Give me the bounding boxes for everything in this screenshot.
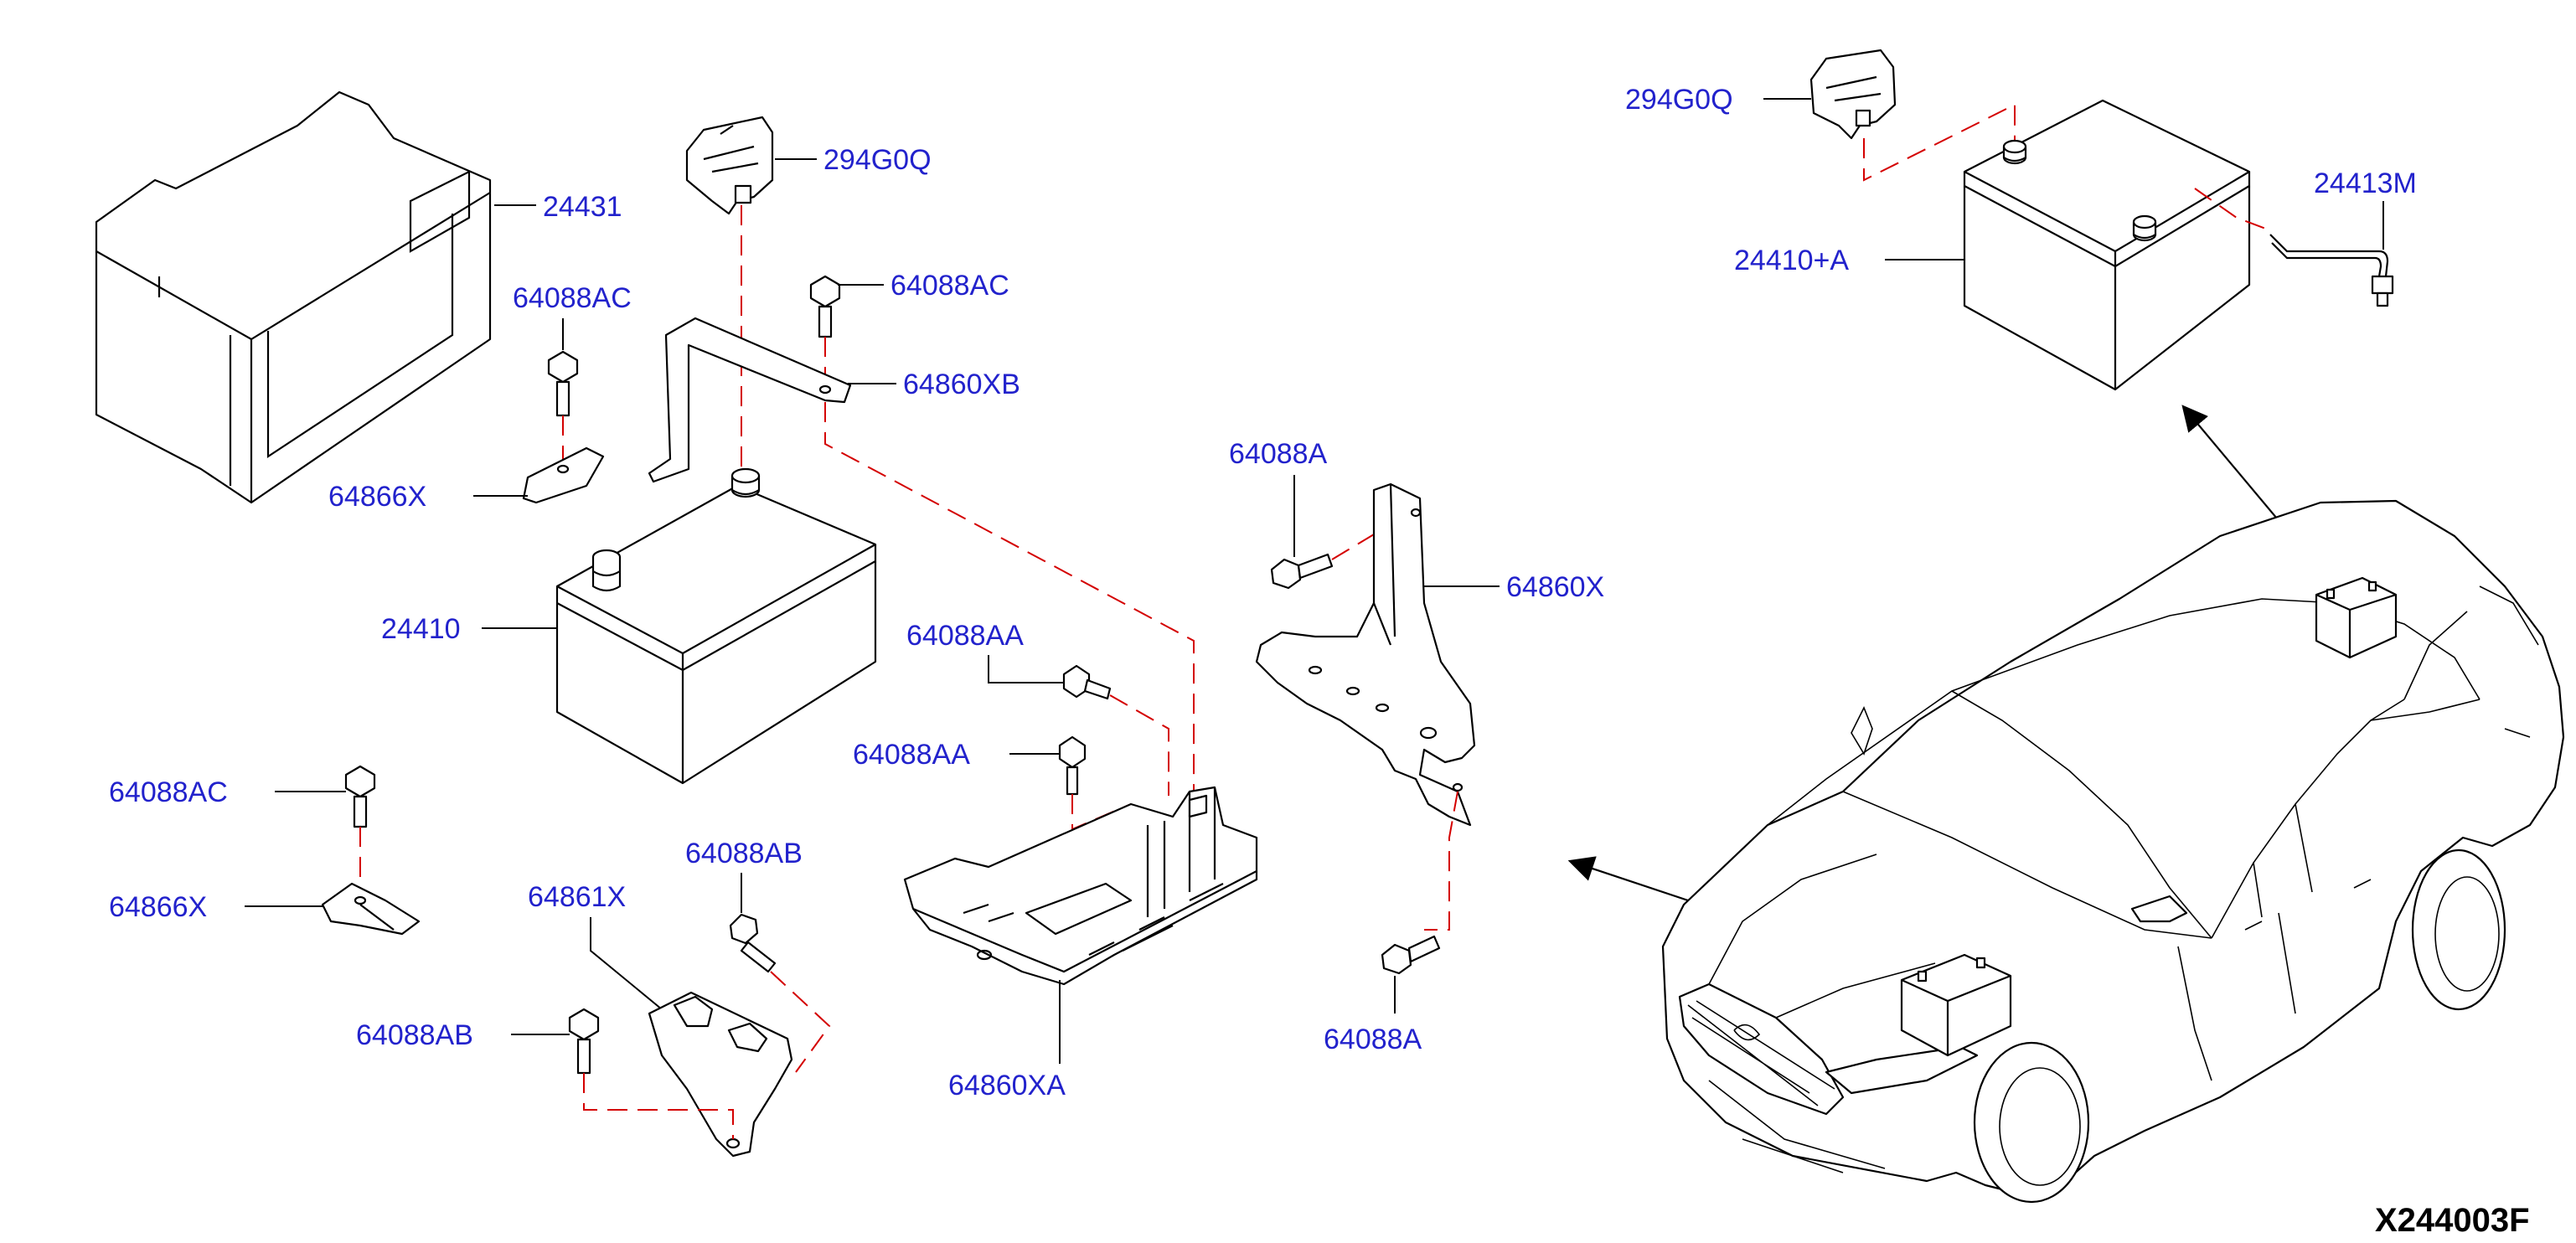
label-24413m: 24413M [2314,168,2417,199]
bolt-64088ac-top [809,275,841,338]
label-64860xb: 64860XB [903,369,1020,400]
label-64861x: 64861X [528,881,626,913]
label-64860xa: 64860XA [948,1070,1066,1101]
bolt-64088ab-upper [729,913,777,973]
terminal-connector-294g0q-left [685,116,774,215]
hold-down-bracket-64860xb [648,317,852,483]
leader-64088aa-upper [988,655,1064,683]
bolt-64088a-bottom [1381,935,1441,975]
support-bracket-64860x [1255,482,1476,827]
leader-64861x [590,917,663,1010]
label-64866x-lower: 64866X [109,891,207,923]
label-64866x-top: 64866X [328,481,426,513]
bolt-64088ac-lower [344,765,376,828]
label-294g0q-right: 294G0Q [1625,84,1733,116]
label-294g0q-left: 294G0Q [823,144,932,176]
battery-24410a [1963,99,2251,391]
dashline-64860x-to-bolt [1424,791,1458,931]
label-64088aa-upper: 64088AA [906,620,1024,652]
label-64088ac-left: 64088AC [513,282,632,314]
battery-24410 [555,467,877,785]
label-64088ab-upper: 64088AB [685,838,803,869]
bolt-64088ab-lower [568,1008,600,1075]
bolt-64088aa-upper [1062,664,1112,700]
battery-sensor-24413m [2269,234,2394,307]
terminal-connector-294g0q-right [1809,49,1897,140]
label-24410: 24410 [381,613,461,645]
label-24431: 24431 [543,191,622,223]
label-64088ac-lower: 64088AC [109,776,228,808]
label-24410a: 24410+A [1734,245,1849,276]
diagram-code: X244003F [2375,1202,2530,1239]
rear-battery-location [2315,576,2398,659]
dashline-294g0q-right [1863,103,2016,182]
label-64088ac-top: 64088AC [891,270,1009,302]
bolt-64088a-top [1270,553,1334,590]
label-64860x: 64860X [1506,571,1604,603]
battery-tray-64860xa [903,786,1258,986]
bracket-64866x-lower [321,882,421,936]
label-64088aa-lower: 64088AA [853,739,970,771]
dashline-24413m [2194,188,2271,231]
bracket-64866x-top [522,446,605,504]
battery-cover-24431 [95,90,492,504]
dashline-64088ab-lower [583,1073,734,1139]
front-battery-location [1900,953,2012,1057]
bracket-64861x [648,991,793,1158]
label-64088a-top: 64088A [1229,438,1328,470]
label-64088a-bottom: 64088A [1324,1024,1422,1055]
bolt-64088ac-left [547,350,579,417]
dashline-64088ab-upper [770,971,831,1073]
dashline-64088aa-upper [1109,694,1169,796]
label-64088ab-lower: 64088AB [356,1019,473,1051]
bolt-64088aa-lower [1058,735,1087,796]
vehicle-illustration [1661,499,2565,1204]
dashline-64860xb-to-tray [824,402,1195,846]
